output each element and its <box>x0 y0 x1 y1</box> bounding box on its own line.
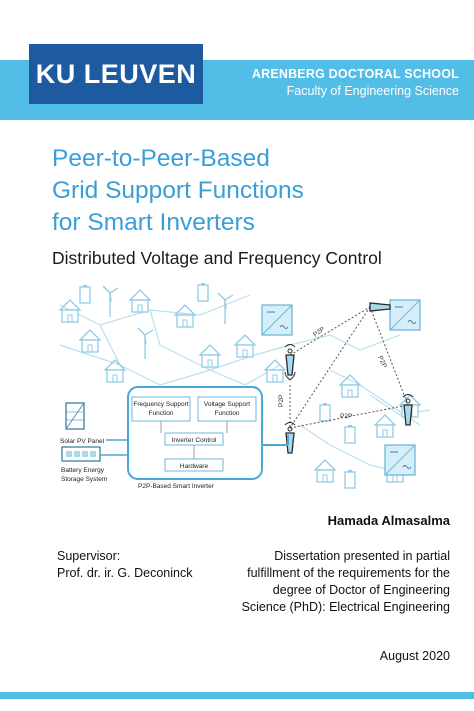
faculty-name: Faculty of Engineering Science <box>286 84 459 98</box>
solar-panel-icon <box>65 402 85 430</box>
voltage-support-label-1: Voltage Support <box>204 401 250 408</box>
logo-text: KU LEUVEN <box>35 58 197 89</box>
dissertation-line-2: fulfillment of the requirements for the <box>247 566 450 580</box>
bottom-band <box>0 692 474 699</box>
dissertation-line-3: degree of Doctor of Engineering <box>272 583 450 597</box>
frequency-support-label-1: Frequency Support <box>133 401 188 408</box>
battery-label-1: Battery Energy <box>61 467 105 474</box>
inverter-control-label: Inverter Control <box>172 437 217 444</box>
thesis-title: Peer-to-Peer-Based Grid Support Function… <box>52 143 304 239</box>
p2p-label-4: P2P <box>278 395 285 407</box>
dissertation-line-1: Dissertation presented in partial <box>274 549 450 563</box>
dissertation-line-4: Science (PhD): Electrical Engineering <box>241 600 450 614</box>
thesis-subtitle: Distributed Voltage and Frequency Contro… <box>52 248 382 268</box>
battery-label-2: Storage System <box>61 476 107 483</box>
title-line-3: for Smart Inverters <box>52 209 255 236</box>
school-block: ARENBERG DOCTORAL SCHOOL Faculty of Engi… <box>252 67 459 98</box>
antenna-icon <box>284 343 296 376</box>
school-name: ARENBERG DOCTORAL SCHOOL <box>251 67 459 81</box>
ku-leuven-logo: KU LEUVEN <box>29 44 203 104</box>
hardware-box <box>164 458 224 472</box>
battery-storage-icon <box>61 446 101 462</box>
antenna-icon <box>284 421 296 454</box>
voltage-support-label-2: Function <box>215 410 240 417</box>
frequency-support-box <box>131 396 191 422</box>
supervisor-name: Prof. dr. ir. G. Deconinck <box>57 566 193 580</box>
supervisor-block: Supervisor: Prof. dr. ir. G. Deconinck <box>57 548 192 582</box>
grid-illustration: P2P P2P P2P P2P Frequency Support Functi… <box>59 282 431 490</box>
supervisor-label: Supervisor: <box>57 549 121 563</box>
antenna-icon <box>402 393 414 426</box>
p2p-label-2: P2P <box>376 355 388 369</box>
smart-inverter-label: P2P-Based Smart Inverter <box>138 483 215 490</box>
title-line-1: Peer-to-Peer-Based <box>52 145 270 172</box>
dissertation-statement: Dissertation presented in partial fulfil… <box>210 548 450 616</box>
author-name: Hamada Almasalma <box>327 513 450 528</box>
antenna-icon <box>369 302 391 312</box>
publication-date: August 2020 <box>379 649 450 663</box>
p2p-label-3: P2P <box>340 413 352 420</box>
solar-panel-label: Solar PV Panel <box>60 438 105 445</box>
frequency-support-label-2: Function <box>149 410 174 417</box>
hardware-label: Hardware <box>180 463 209 470</box>
title-line-2: Grid Support Functions <box>52 177 304 204</box>
